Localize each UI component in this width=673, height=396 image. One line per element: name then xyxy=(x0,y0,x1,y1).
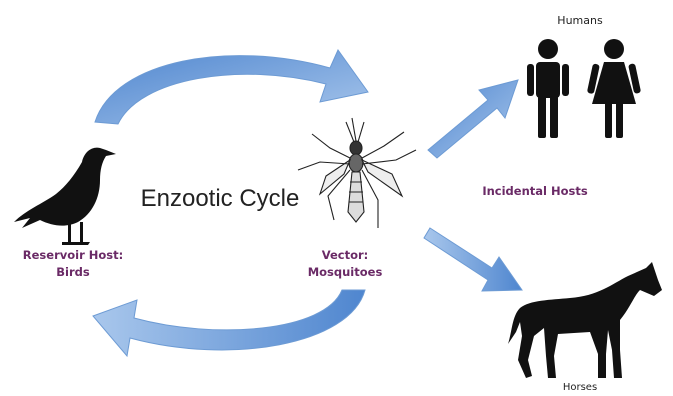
arrow-to-horses xyxy=(424,228,522,291)
vector-line2: Mosquitoes xyxy=(290,264,400,281)
humans-label: Humans xyxy=(540,12,620,29)
horses-label: Horses xyxy=(545,382,615,394)
reservoir-host-label: Reservoir Host: Birds xyxy=(8,247,138,281)
vector-line1: Vector: xyxy=(290,247,400,264)
vector-label: Vector: Mosquitoes xyxy=(290,247,400,281)
reservoir-host-line2: Birds xyxy=(8,264,138,281)
arrow-to-humans xyxy=(428,80,518,158)
reservoir-host-line1: Reservoir Host: xyxy=(8,247,138,264)
cycle-title: Enzootic Cycle xyxy=(120,190,320,207)
cycle-arrow-top xyxy=(95,50,368,124)
horse-icon xyxy=(508,262,662,378)
bird-icon xyxy=(14,148,116,245)
cycle-arrow-bottom xyxy=(93,290,365,356)
mosquito-icon xyxy=(298,118,416,228)
humans-icon xyxy=(527,39,641,138)
incidental-hosts-label: Incidental Hosts xyxy=(470,183,600,200)
